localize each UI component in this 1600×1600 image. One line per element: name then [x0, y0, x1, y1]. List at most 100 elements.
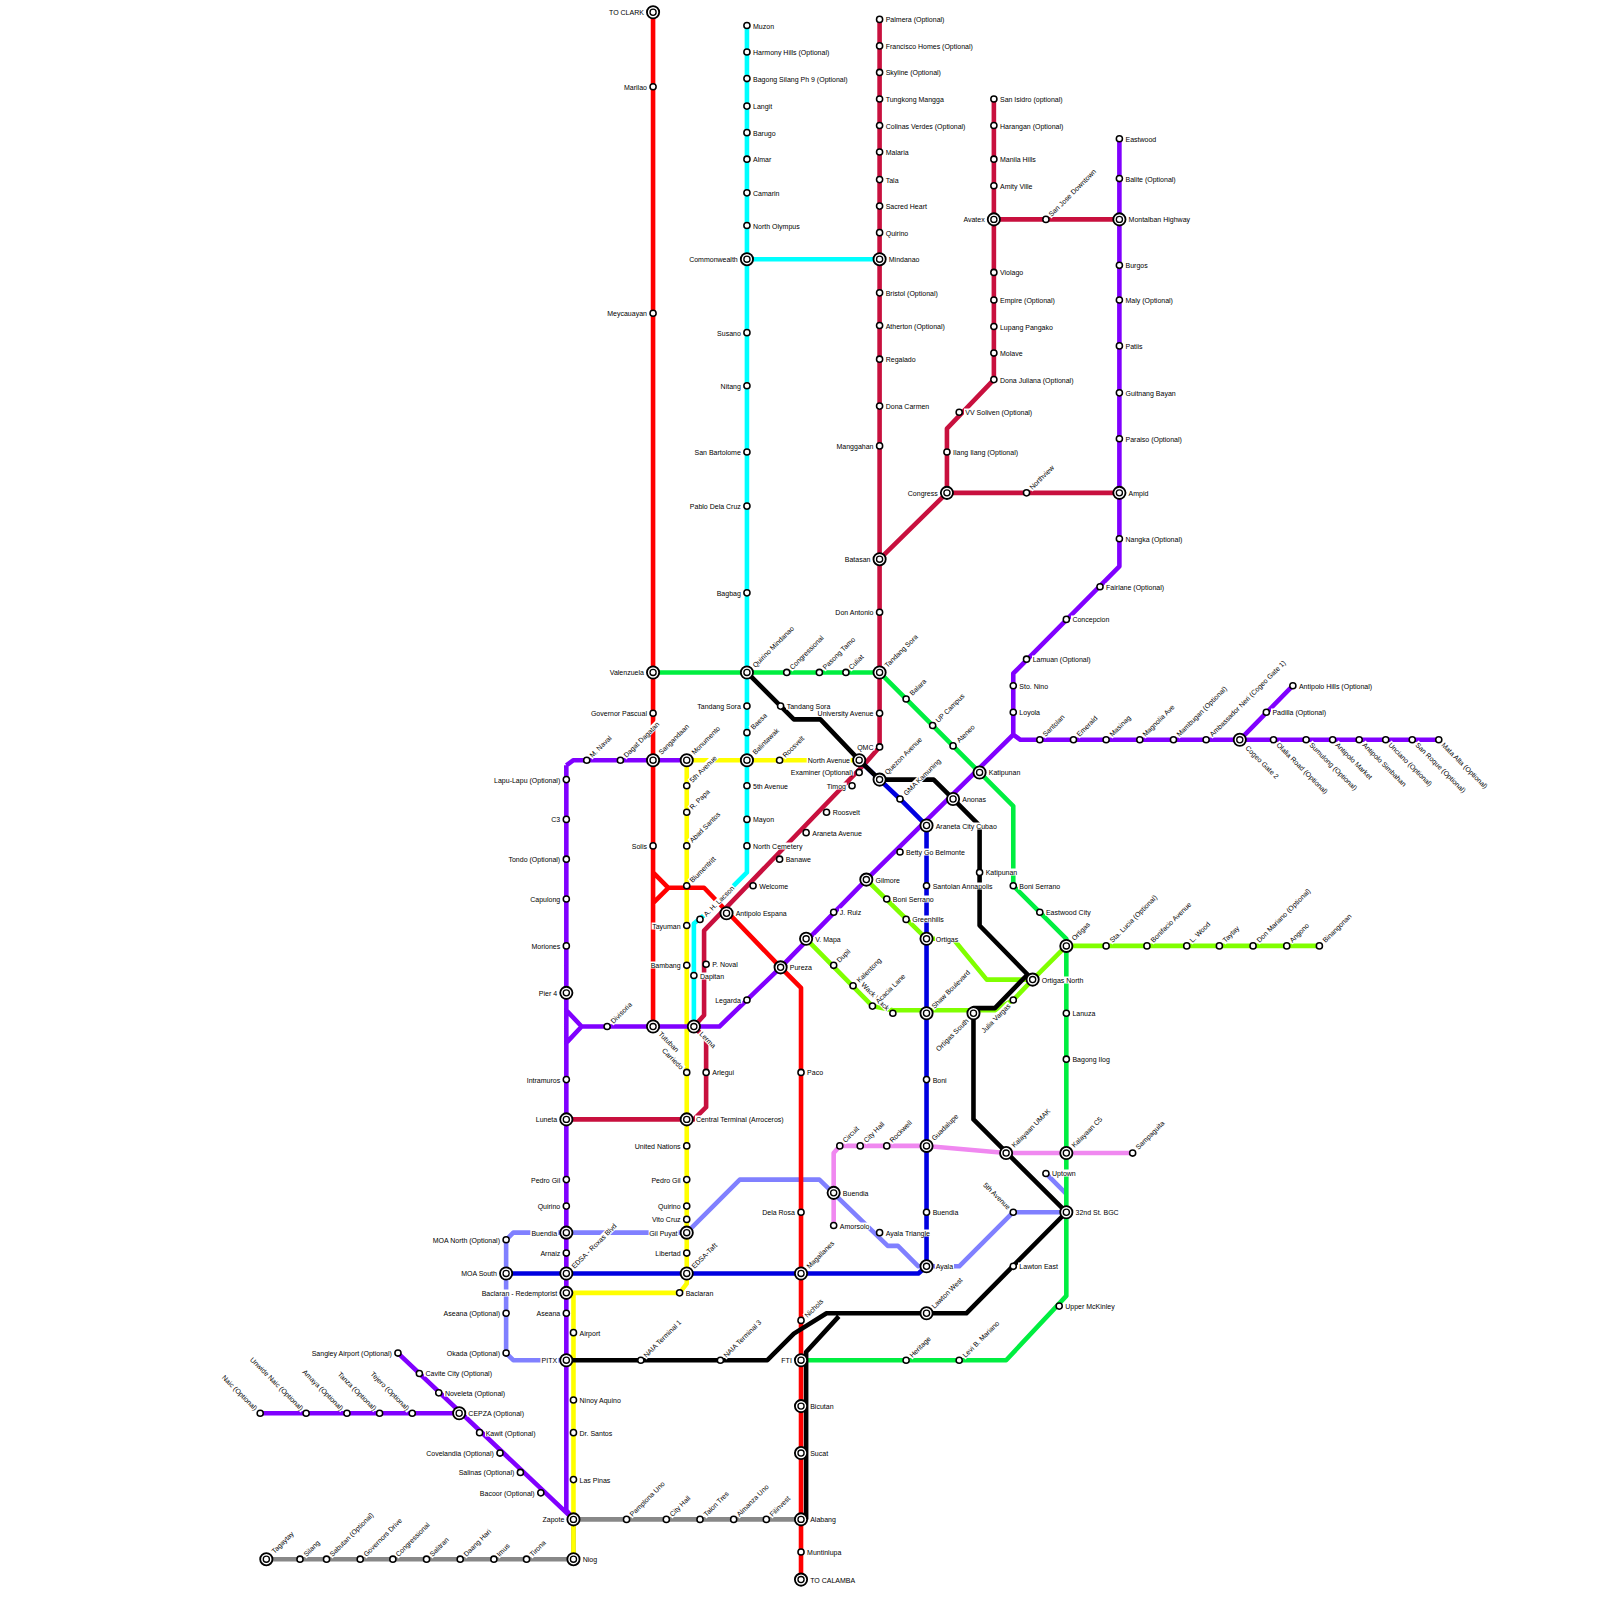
station-label: Sucat: [809, 1450, 829, 1457]
station-dot: [1250, 943, 1256, 949]
station-label: Amity Ville: [999, 182, 1034, 189]
station-label: Filinvest: [767, 1494, 792, 1519]
station-dot: [1063, 943, 1069, 949]
station-label: Ortigas: [935, 935, 960, 942]
station-label: Atherton (Optional): [885, 322, 946, 329]
station-label: Dela Rosa: [761, 1209, 796, 1216]
station-dot: [744, 190, 750, 196]
station-dot: [563, 1203, 569, 1209]
station-dot: [1170, 737, 1176, 743]
station-label: Examiner (Optional): [790, 769, 854, 776]
station-label: UP Campus: [934, 691, 967, 724]
station-dot: [798, 1270, 804, 1276]
station-label: Bagbag: [716, 589, 742, 596]
station-dot: [744, 703, 750, 709]
station-dot: [1184, 943, 1190, 949]
station-dot: [1037, 737, 1043, 743]
station-dot: [563, 1177, 569, 1183]
station-label: Ayala Triangle: [885, 1229, 931, 1236]
station-label: Santolan: [1041, 713, 1067, 739]
station-dot: [1270, 737, 1276, 743]
station-dot: [720, 907, 732, 919]
station-label: Guadalupe: [930, 1112, 961, 1143]
station-dot: [563, 777, 569, 783]
station-dot: [798, 1069, 804, 1075]
station-dot: [1116, 390, 1122, 396]
station-dot: [744, 49, 750, 55]
station-dot: [263, 1556, 269, 1562]
station-label: Ortigas: [1070, 920, 1092, 942]
station-dot: [744, 843, 750, 849]
station-dot: [778, 964, 784, 970]
station-dot: [560, 1287, 572, 1299]
station-label: San Bartolome: [694, 449, 742, 456]
station-dot: [798, 1209, 804, 1215]
station-label: Blumentritt: [688, 855, 718, 885]
station-dot: [1116, 490, 1122, 496]
line-lime: [806, 880, 1319, 1011]
station-label: Solis: [631, 842, 648, 849]
station-dot: [744, 222, 750, 228]
station-dot: [843, 669, 849, 675]
station-label: Eastwood City: [1045, 909, 1092, 916]
station-label: Manggahan: [836, 442, 875, 449]
station-label: Mindanao: [888, 256, 921, 263]
station-dot: [538, 1490, 544, 1496]
station-dot: [650, 310, 656, 316]
station-dot: [684, 809, 690, 815]
station-label: V. Mapa: [814, 935, 841, 942]
station-label: Santolan Annapolis: [932, 882, 994, 889]
station-dot: [744, 330, 750, 336]
station-label: Tandang Sora: [696, 703, 742, 710]
station-label: Circuit: [841, 1124, 861, 1144]
station-label: Francisco Homes (Optional): [885, 42, 974, 49]
station-dot: [563, 816, 569, 822]
station-dot: [920, 1260, 932, 1272]
station-dot: [681, 1113, 693, 1125]
station-label: United Nations: [634, 1142, 682, 1149]
station-label: Padilla (Optional): [1271, 709, 1327, 716]
station-label: City Hall: [861, 1120, 886, 1145]
station-dot: [703, 1069, 709, 1075]
station-label: Taytay: [1220, 924, 1241, 945]
station-dot: [941, 487, 953, 499]
station-label: Antipolo Simbahan: [1360, 741, 1408, 789]
station-label: Sacred Heart: [885, 203, 928, 210]
station-label: Ayala: [935, 1263, 954, 1270]
station-dot: [390, 1556, 396, 1562]
station-dot: [1130, 1150, 1136, 1156]
station-dot: [563, 990, 569, 996]
station-dot: [873, 553, 885, 565]
station-label: North Cemetery: [752, 842, 803, 849]
station-dot: [1216, 943, 1222, 949]
station-label: Mambugan (Optional): [1175, 684, 1229, 738]
station-label: San Roque (Optional): [1413, 741, 1467, 795]
station-dot: [497, 1450, 503, 1456]
station-dot: [923, 1263, 929, 1269]
station-label: Almar: [752, 156, 772, 163]
station-dot: [784, 669, 790, 675]
station-label: Culiat: [847, 652, 866, 671]
station-label: 5th Avenue: [981, 1180, 1012, 1211]
station-label: MOA North (Optional): [432, 1236, 501, 1243]
station-label: Ilang Ilang (Optional): [952, 449, 1019, 456]
station-dot: [647, 6, 659, 18]
station-label: Guitnang Bayan: [1124, 389, 1176, 396]
station-dot: [923, 1209, 929, 1215]
station-label: Lapu-Lapu (Optional): [493, 776, 561, 783]
station-dot: [798, 1357, 804, 1363]
station-label: Noveleta (Optional): [444, 1389, 506, 1396]
station-dot: [798, 1577, 804, 1583]
station-dot: [956, 409, 962, 415]
station-label: Airport: [579, 1329, 602, 1336]
station-label: Ninoy Aquino: [579, 1397, 622, 1404]
station-label: Alabang: [809, 1516, 837, 1523]
station-dot: [681, 754, 693, 766]
station-label: Kawit (Optional): [485, 1429, 537, 1436]
line-maroon: [566, 19, 1119, 1119]
station-dot: [697, 1516, 703, 1522]
station-dots: [257, 6, 1442, 1586]
station-dot: [837, 1143, 843, 1149]
